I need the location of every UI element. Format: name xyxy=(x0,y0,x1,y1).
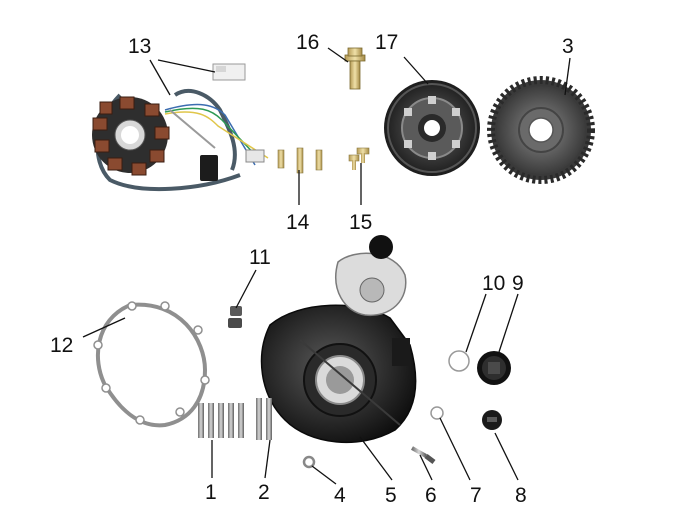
leader-11 xyxy=(235,269,257,309)
callout-10: 10 xyxy=(482,272,505,295)
leader-13a xyxy=(157,59,216,73)
callout-5: 5 xyxy=(385,484,397,507)
callout-4: 4 xyxy=(334,484,346,507)
bolts-1-part xyxy=(198,403,244,438)
callout-11: 11 xyxy=(249,246,271,269)
callout-6: 6 xyxy=(425,484,437,507)
leader-6 xyxy=(419,454,433,481)
bolt-16-part xyxy=(344,47,366,90)
callout-3: 3 xyxy=(562,35,574,58)
callout-2: 2 xyxy=(258,481,270,504)
leader-16 xyxy=(327,47,349,63)
callout-16: 16 xyxy=(296,31,319,54)
callout-12: 12 xyxy=(50,334,73,357)
leader-7 xyxy=(439,417,471,481)
washer-4-part xyxy=(302,455,316,469)
leader-2 xyxy=(264,439,271,479)
callout-15: 15 xyxy=(349,211,372,234)
callout-13: 13 xyxy=(128,35,151,58)
plug-9-part xyxy=(477,351,511,385)
o-ring-10-part xyxy=(448,350,470,372)
plug-8-part xyxy=(482,410,502,430)
bolts-2-part xyxy=(256,398,272,440)
leader-lines xyxy=(82,47,571,485)
leader-17 xyxy=(403,56,429,85)
leader-9 xyxy=(498,293,519,353)
side-cover-part xyxy=(260,235,417,444)
leader-5 xyxy=(359,436,393,481)
leader-10 xyxy=(465,293,487,353)
stator-part xyxy=(92,63,269,192)
o-ring-7-part xyxy=(430,406,444,420)
leader-13b xyxy=(149,59,171,96)
flywheel-part xyxy=(384,80,480,176)
leader-12 xyxy=(82,317,126,338)
leader-4 xyxy=(311,465,337,485)
callout-1: 1 xyxy=(205,481,217,504)
callout-14: 14 xyxy=(286,211,310,234)
leader-3 xyxy=(564,57,571,96)
callout-8: 8 xyxy=(515,484,527,507)
callout-17: 17 xyxy=(375,31,398,54)
callout-labels: 13 16 17 3 14 15 11 10 9 12 1 2 4 5 6 7 … xyxy=(50,31,574,507)
bolt-6-part xyxy=(411,446,436,464)
gasket-part xyxy=(93,301,210,428)
callout-9: 9 xyxy=(512,272,524,295)
leader-8 xyxy=(494,432,519,481)
screws-15-part xyxy=(348,147,370,170)
grommet-11-part xyxy=(228,306,242,328)
starter-gear-part xyxy=(487,76,595,184)
callout-7: 7 xyxy=(470,484,482,507)
pins-14-part xyxy=(277,147,323,174)
